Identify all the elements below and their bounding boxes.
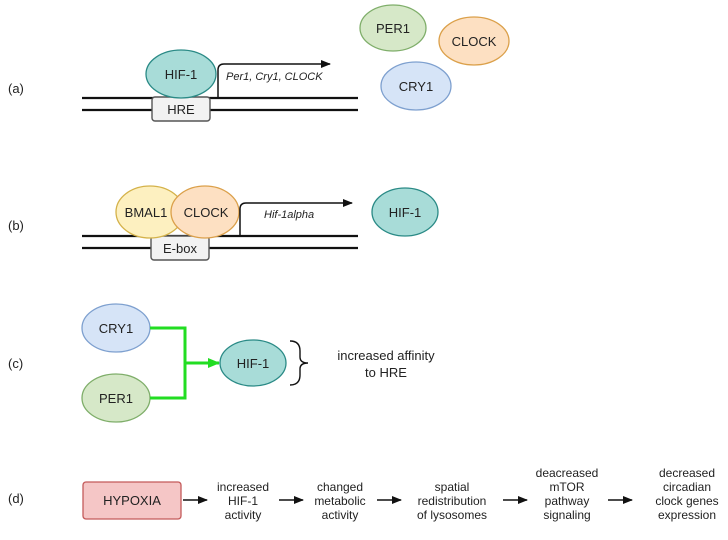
hif1-label-a: HIF-1 [165,67,198,82]
per1-label-a: PER1 [376,21,410,36]
flow-step-1-line-3: activity [225,508,262,522]
flow-step-2-line-1: changed [317,480,363,494]
flow-step-3-line-3: of lysosomes [417,508,487,522]
panel-b: (b) E-box BMAL1 CLOCK Hif-1alpha HIF-1 [8,185,439,261]
flow-step-1-line-2: HIF-1 [228,494,258,508]
panel-c: (c) CRY1 PER1 HIF-1 increased affinity t… [8,303,435,423]
flow-step-3-line-2: redistribution [418,494,487,508]
flow-step-5-line-4: expression [658,508,716,522]
clock-label-b: CLOCK [184,205,229,220]
flow-step-1-line-1: increased [217,480,269,494]
flow-step-2-line-2: metabolic [314,494,365,508]
ebox-label: E-box [163,241,197,256]
interaction-bracket [150,326,187,400]
flow-step-4-line-4: signaling [543,508,590,522]
flow-steps: increasedHIF-1activitychangedmetabolicac… [217,466,719,522]
effect-line-1: increased affinity [337,348,435,363]
cry1-protein-a [380,61,452,111]
hif1-protein-a [145,49,217,99]
hypoxia-box [82,481,182,520]
clock-label-a: CLOCK [452,34,497,49]
hre-label: HRE [167,102,195,117]
ebox-box [150,235,210,261]
flow-step-5-line-1: decreased [659,466,715,480]
hif1-label-c: HIF-1 [237,356,270,371]
panel-a-label: (a) [8,81,24,96]
panel-b-label: (b) [8,218,24,233]
flow-step-4-line-2: mTOR [549,480,584,494]
per1-protein-a [359,4,427,52]
clock-protein-b [170,185,240,239]
hif1-label-b: HIF-1 [389,205,422,220]
effect-line-2: to HRE [365,365,407,380]
flow-step-3-line-1: spatial [435,480,470,494]
transcription-arrow-b [239,199,353,236]
target-gene-b: Hif-1alpha [264,209,314,221]
clock-protein-a [438,16,510,66]
hif1-protein-b [371,187,439,237]
flow-step-4-line-1: deacreased [536,466,599,480]
panel-d-label: (d) [8,491,24,506]
hif1-protein-c [219,339,287,387]
target-genes-a: Per1, Cry1, CLOCK [226,71,323,83]
transcription-arrow-a [217,60,331,98]
cry1-label-c: CRY1 [99,321,133,336]
per1-label-c: PER1 [99,391,133,406]
bmal1-label-b: BMAL1 [125,205,168,220]
flow-step-4-line-3: pathway [545,494,590,508]
panel-a: (a) HRE HIF-1 Per1, Cry1, CLOCK PER1 CLO… [8,4,510,122]
flow-step-5-line-2: circadian [663,480,711,494]
hypoxia-label: HYPOXIA [103,493,161,508]
flow-step-2-line-3: activity [322,508,359,522]
cry1-label-a: CRY1 [399,79,433,94]
panel-d: (d) HYPOXIA increasedHIF-1activitychange… [8,466,719,522]
curly-brace [289,340,309,386]
flow-step-5-line-3: clock genes [655,494,718,508]
panel-c-label: (c) [8,356,23,371]
